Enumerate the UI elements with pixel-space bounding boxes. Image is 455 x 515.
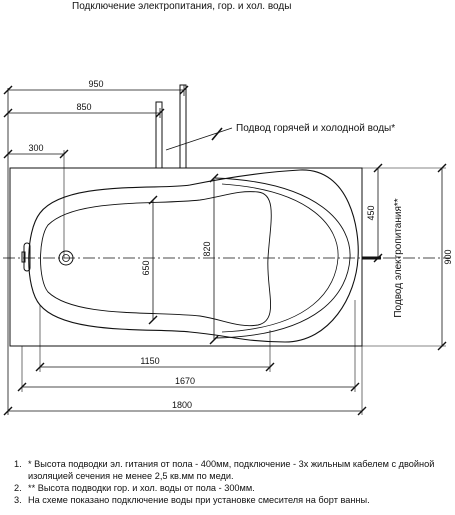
overflow-slot-inner xyxy=(21,251,26,263)
footnote-3: 3. На схеме показано подключение воды пр… xyxy=(14,494,450,506)
dim-900-label: 900 xyxy=(443,249,453,264)
dim-820-label: 820 xyxy=(202,241,212,256)
footnote-text: На схеме показано подключение воды при у… xyxy=(28,495,370,505)
dim-850-label: 850 xyxy=(76,102,91,112)
dim-1150-label: 1150 xyxy=(140,356,159,366)
footnote-number: 2. xyxy=(14,483,22,493)
dim-650-label: 650 xyxy=(141,260,151,275)
footnote-number: 1. xyxy=(14,459,22,469)
water-pipe-right xyxy=(179,84,187,169)
dim-450-label: 450 xyxy=(366,205,376,220)
bathtub-plan-drawing: 950 850 300 450 Подвод электропитания** … xyxy=(3,79,453,416)
water-leader-tick xyxy=(211,127,223,141)
dim-1670-label: 1670 xyxy=(175,376,195,386)
water-pipe-left xyxy=(155,101,163,169)
water-leader-line xyxy=(165,127,233,151)
footnote-2: 2. ** Высота подводки гор. и хол. воды о… xyxy=(14,482,450,494)
tub-inner-bowl xyxy=(28,169,359,343)
footnote-text: ** Высота подводки гор. и хол. воды от п… xyxy=(28,483,255,493)
water-supply-label: Подвод горячей и холодной воды* xyxy=(236,123,395,134)
tub-bottom-outline xyxy=(40,191,272,327)
dim-300-label: 300 xyxy=(28,143,43,153)
dim-1800-label: 1800 xyxy=(172,400,192,410)
power-supply-label: Подвод электропитания** xyxy=(393,198,404,317)
drawing-title: Подключение электропитания, гор. и хол. … xyxy=(72,1,292,12)
dim-950-label: 950 xyxy=(88,79,103,89)
overflow-slot xyxy=(23,242,31,272)
footnote-1: 1. * Высота подводки эл. гитания от пола… xyxy=(14,458,450,482)
footnotes: 1. * Высота подводки эл. гитания от пола… xyxy=(14,458,450,506)
footnote-text: * Высота подводки эл. гитания от пола - … xyxy=(28,459,435,481)
footnote-number: 3. xyxy=(14,495,22,505)
